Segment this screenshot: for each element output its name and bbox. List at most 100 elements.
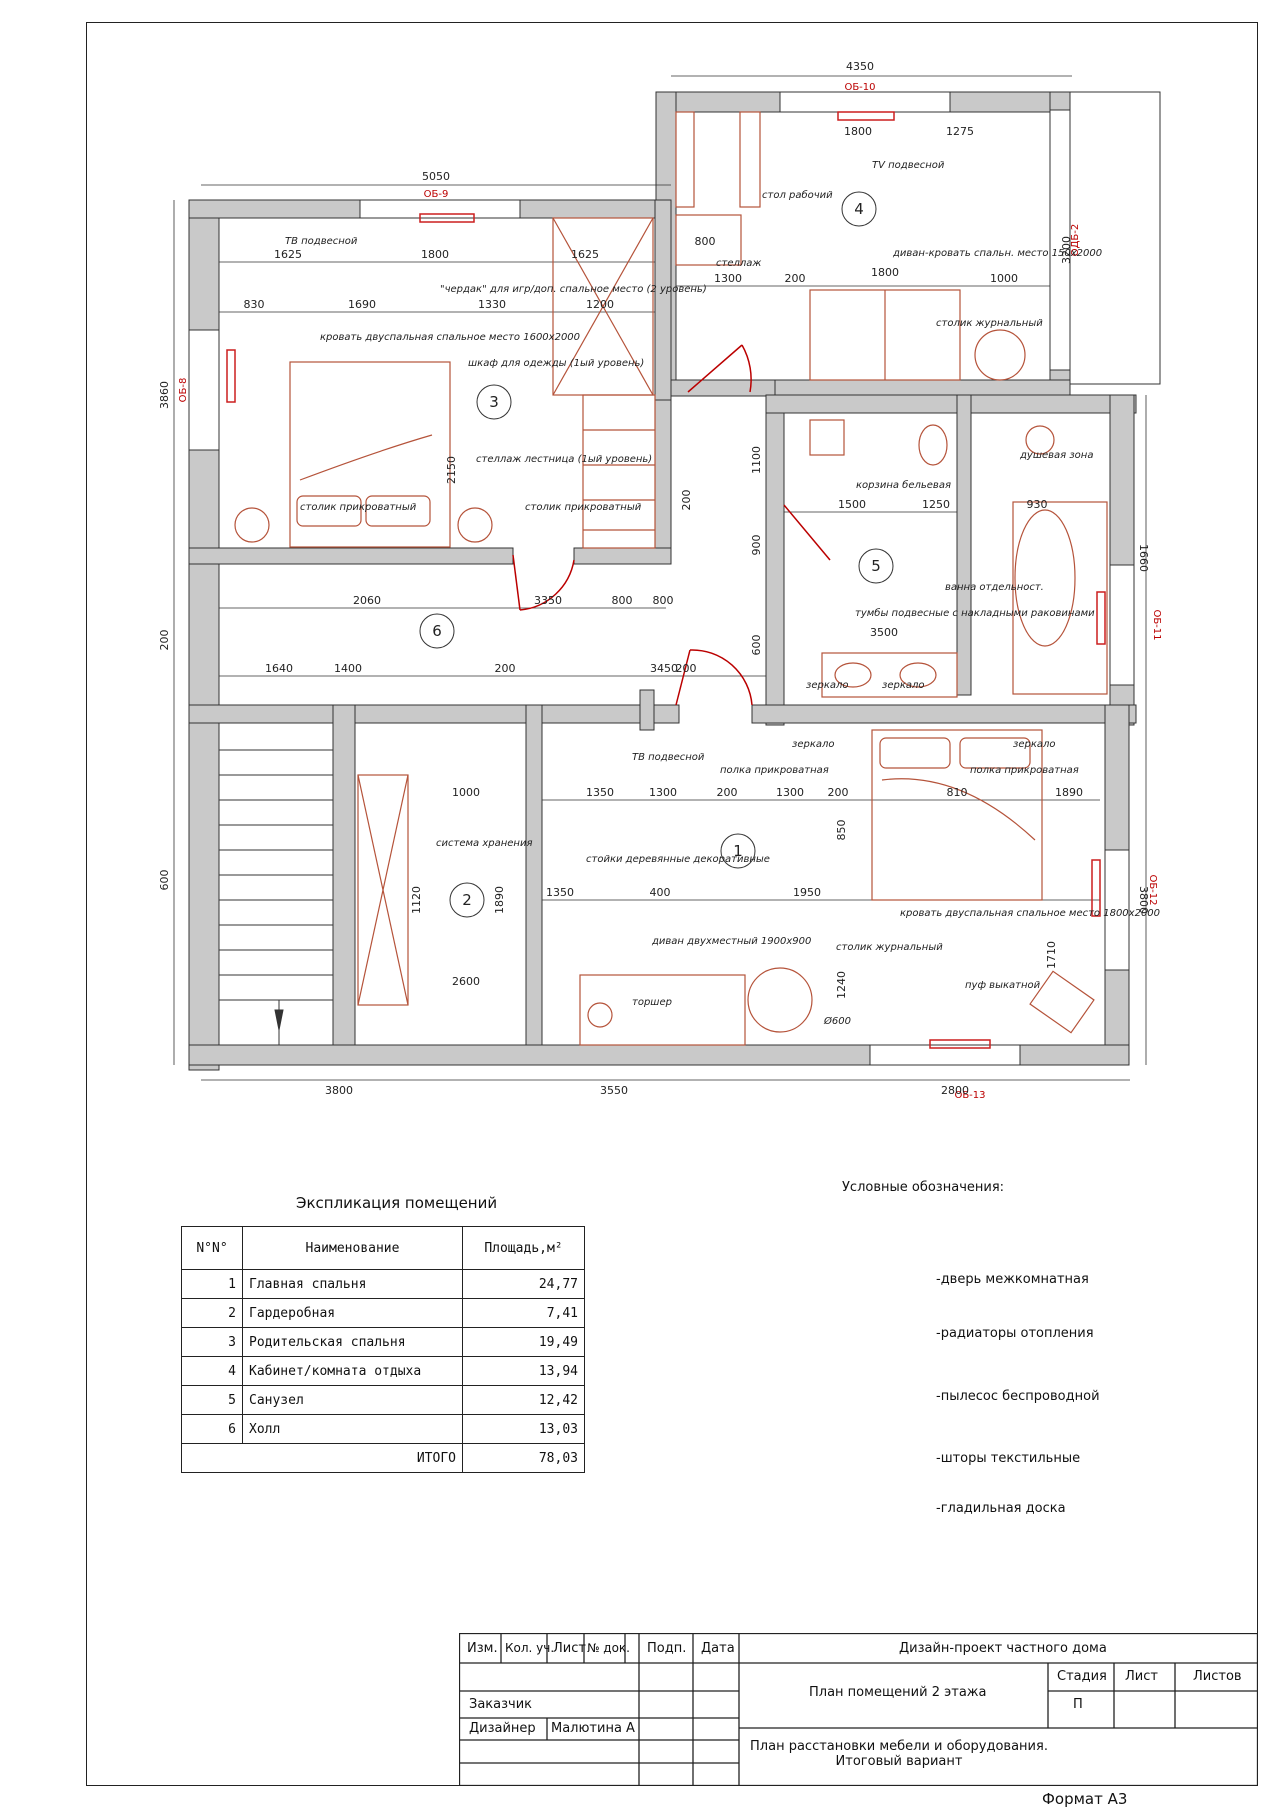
dim: 1890 [1055, 786, 1083, 799]
legend-vacuum-label: -пылесос беспроводной [936, 1389, 1100, 1404]
nightstand-3a [234, 507, 270, 543]
window-ob11 [1109, 564, 1135, 686]
storage-system [357, 774, 409, 1006]
furniture-labels: ТВ подвесной "чердак" для игр/доп. спаль… [285, 160, 1160, 1027]
floor-plan: 1 2 3 4 5 6 ОБ-10 ОБ-9 ОБ-8 ОДБ-2 ОБ-11 … [158, 60, 1162, 1101]
label-tv-1: ТВ подвесной [632, 752, 705, 763]
label-mirror-b: зеркало [882, 680, 925, 691]
title-block: Изм. Кол. уч. Лист № док. Подп. Дата Зак… [459, 1633, 1258, 1786]
cell-num: 3 [181, 1327, 243, 1357]
dim: 1800 [871, 266, 899, 279]
label-diam: Ø600 [823, 1015, 851, 1027]
opening-odb2: ОДБ-2 [1070, 224, 1081, 257]
tb-stage: П [1073, 1697, 1083, 1712]
room-6-number: 6 [432, 622, 442, 640]
dim: 1950 [793, 886, 821, 899]
window-ob10 [779, 91, 951, 113]
legend-radiator-label: -радиаторы отопления [936, 1326, 1094, 1341]
wall-stair [332, 704, 356, 1051]
dim: 200 [785, 272, 806, 285]
dim: 1400 [334, 662, 362, 675]
label-sofabed: диван-кровать спальн. место 150х2000 [892, 248, 1102, 259]
dim: 1250 [922, 498, 950, 511]
dim: 1625 [571, 248, 599, 261]
dim: 1330 [478, 298, 506, 311]
dim: 2060 [353, 594, 381, 607]
label-shelf-4: стеллаж [716, 258, 761, 269]
title-block-grid [459, 1633, 1258, 1786]
tb-kol: Кол. уч. [505, 1641, 555, 1655]
dim: 200 [680, 490, 693, 511]
label-sofa-1: диван двухместный 1900х900 [651, 936, 811, 947]
pouf [1029, 970, 1095, 1034]
label-nightstand-3b: столик прикроватный [525, 502, 642, 513]
dim: 1100 [750, 446, 763, 474]
sofa-1 [579, 974, 746, 1046]
tb-data: Дата [701, 1641, 735, 1656]
ladder-shelf [582, 394, 656, 549]
explication-title: Экспликация помещений [296, 1194, 498, 1212]
dim: 3200 [1060, 236, 1073, 264]
coffee-table-1 [747, 967, 813, 1033]
label-bed-3: кровать двуспальная спальное место 1600х… [320, 332, 580, 343]
opening-ob10: ОБ-10 [844, 82, 875, 93]
label-cabinets: тумбы подвесные с накладными раковинами [855, 607, 1095, 619]
dim: 200 [495, 662, 516, 675]
cell-name: Гардеробная [242, 1298, 463, 1328]
cell-area: 13,03 [462, 1414, 585, 1444]
tb-doc: № док. [587, 1641, 630, 1655]
wall-bath-left [765, 394, 785, 726]
cell-name: Главная спальня [242, 1269, 463, 1299]
dim: 3350 [534, 594, 562, 607]
dim: 800 [612, 594, 633, 607]
dim: 1800 [421, 248, 449, 261]
header-name: Наименование [242, 1226, 463, 1270]
dim: 2150 [445, 456, 458, 484]
label-shower: душевая зона [1019, 450, 1093, 461]
bed-3 [289, 361, 451, 548]
dim: 1500 [838, 498, 866, 511]
label-mirror-d: зеркало [1013, 739, 1056, 750]
wall-2-1 [525, 704, 543, 1051]
label-bath: ванна отдельност. [945, 582, 1044, 593]
dim: 3500 [870, 626, 898, 639]
wall-bath-top [765, 394, 1137, 414]
walls [188, 91, 1137, 1071]
tb-podp: Подп. [647, 1641, 687, 1656]
dim: 1240 [835, 971, 848, 999]
room-1-number: 1 [733, 842, 743, 860]
tb-list-h: Лист [1125, 1669, 1158, 1684]
cell-area: 13,94 [462, 1356, 585, 1386]
label-lamp: торшер [632, 997, 672, 1008]
dim: 200 [158, 630, 171, 651]
total-label: ИТОГО [181, 1443, 463, 1473]
dim: 1350 [586, 786, 614, 799]
cell-num: 2 [181, 1298, 243, 1328]
label-nightstand-3a: столик прикроватный [300, 502, 417, 513]
cell-num: 4 [181, 1356, 243, 1386]
floor-lamp [587, 1002, 613, 1028]
label-storage: система хранения [436, 838, 532, 849]
dim: 930 [1027, 498, 1048, 511]
label-desk: стол рабочий [762, 189, 833, 201]
label-tv-4: TV подвесной [872, 160, 945, 171]
label-shelf-bed-b: полка прикроватная [970, 765, 1079, 776]
coffee-table-4 [974, 329, 1026, 381]
window-ob13 [869, 1044, 1021, 1066]
label-cherdak: "чердак" для игр/доп. спальное место (2 … [440, 284, 707, 295]
cell-num: 5 [181, 1385, 243, 1415]
doors [512, 344, 831, 706]
furniture [234, 111, 1108, 1046]
tb-project: Дизайн-проект частного дома [899, 1641, 1107, 1656]
dim: 900 [750, 535, 763, 556]
bathtub [1014, 509, 1076, 647]
opening-ob12: ОБ-12 [1147, 874, 1158, 905]
room-5-number: 5 [871, 557, 881, 575]
balcony [1069, 91, 1161, 385]
cell-name: Холл [242, 1414, 463, 1444]
dim: 1640 [265, 662, 293, 675]
dim: 3860 [158, 381, 171, 409]
dim: 600 [750, 635, 763, 656]
dim: 200 [676, 662, 697, 675]
